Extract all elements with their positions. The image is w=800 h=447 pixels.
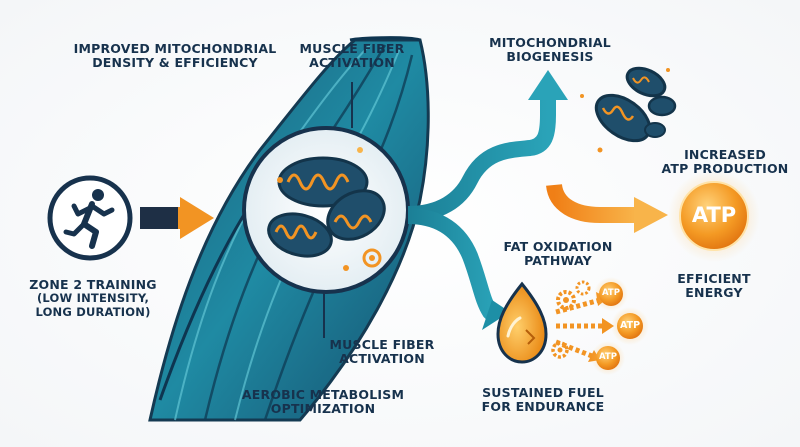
runner-icon [47, 175, 133, 261]
pointer-lines [323, 82, 353, 338]
fat-droplet-icon [496, 281, 548, 364]
orange-atp-arrow [546, 183, 668, 233]
training-arrow [140, 197, 214, 239]
atp-small-label-3: ATP [599, 352, 617, 362]
label-fiber-activation-bottom: MUSCLE FIBER ACTIVATION [329, 337, 435, 367]
label-aerobic-metabolism: AEROBIC METABOLISM OPTIMIZATION [241, 387, 405, 417]
atp-small-label-1: ATP [602, 288, 620, 298]
atp-big-label: ATP [691, 203, 737, 227]
atp-sphere-icon [668, 170, 760, 262]
label-mito-density: IMPROVED MITOCHONDRIAL DENSITY & EFFICIE… [73, 41, 277, 71]
atp-small-label-2: ATP [619, 320, 641, 331]
label-biogenesis: MITOCHONDRIAL BIOGENESIS [489, 35, 611, 65]
label-atp-production: INCREASED ATP PRODUCTION [661, 147, 789, 177]
label-efficient-energy: EFFICIENT ENERGY [677, 271, 751, 301]
teal-branch-arrows [407, 70, 568, 330]
label-fiber-activation-top: MUSCLE FIBER ACTIVATION [299, 41, 405, 71]
small-atp-spheres [591, 277, 649, 375]
biogenesis-mitochondria [580, 66, 677, 153]
label-fat-oxidation: FAT OXIDATION PATHWAY [503, 239, 613, 269]
label-zone2-training: ZONE 2 TRAINING (LOW INTENSITY, LONG DUR… [29, 277, 157, 319]
mitochondria-magnifier [242, 126, 410, 294]
label-sustained-fuel: SUSTAINED FUEL FOR ENDURANCE [481, 385, 605, 415]
